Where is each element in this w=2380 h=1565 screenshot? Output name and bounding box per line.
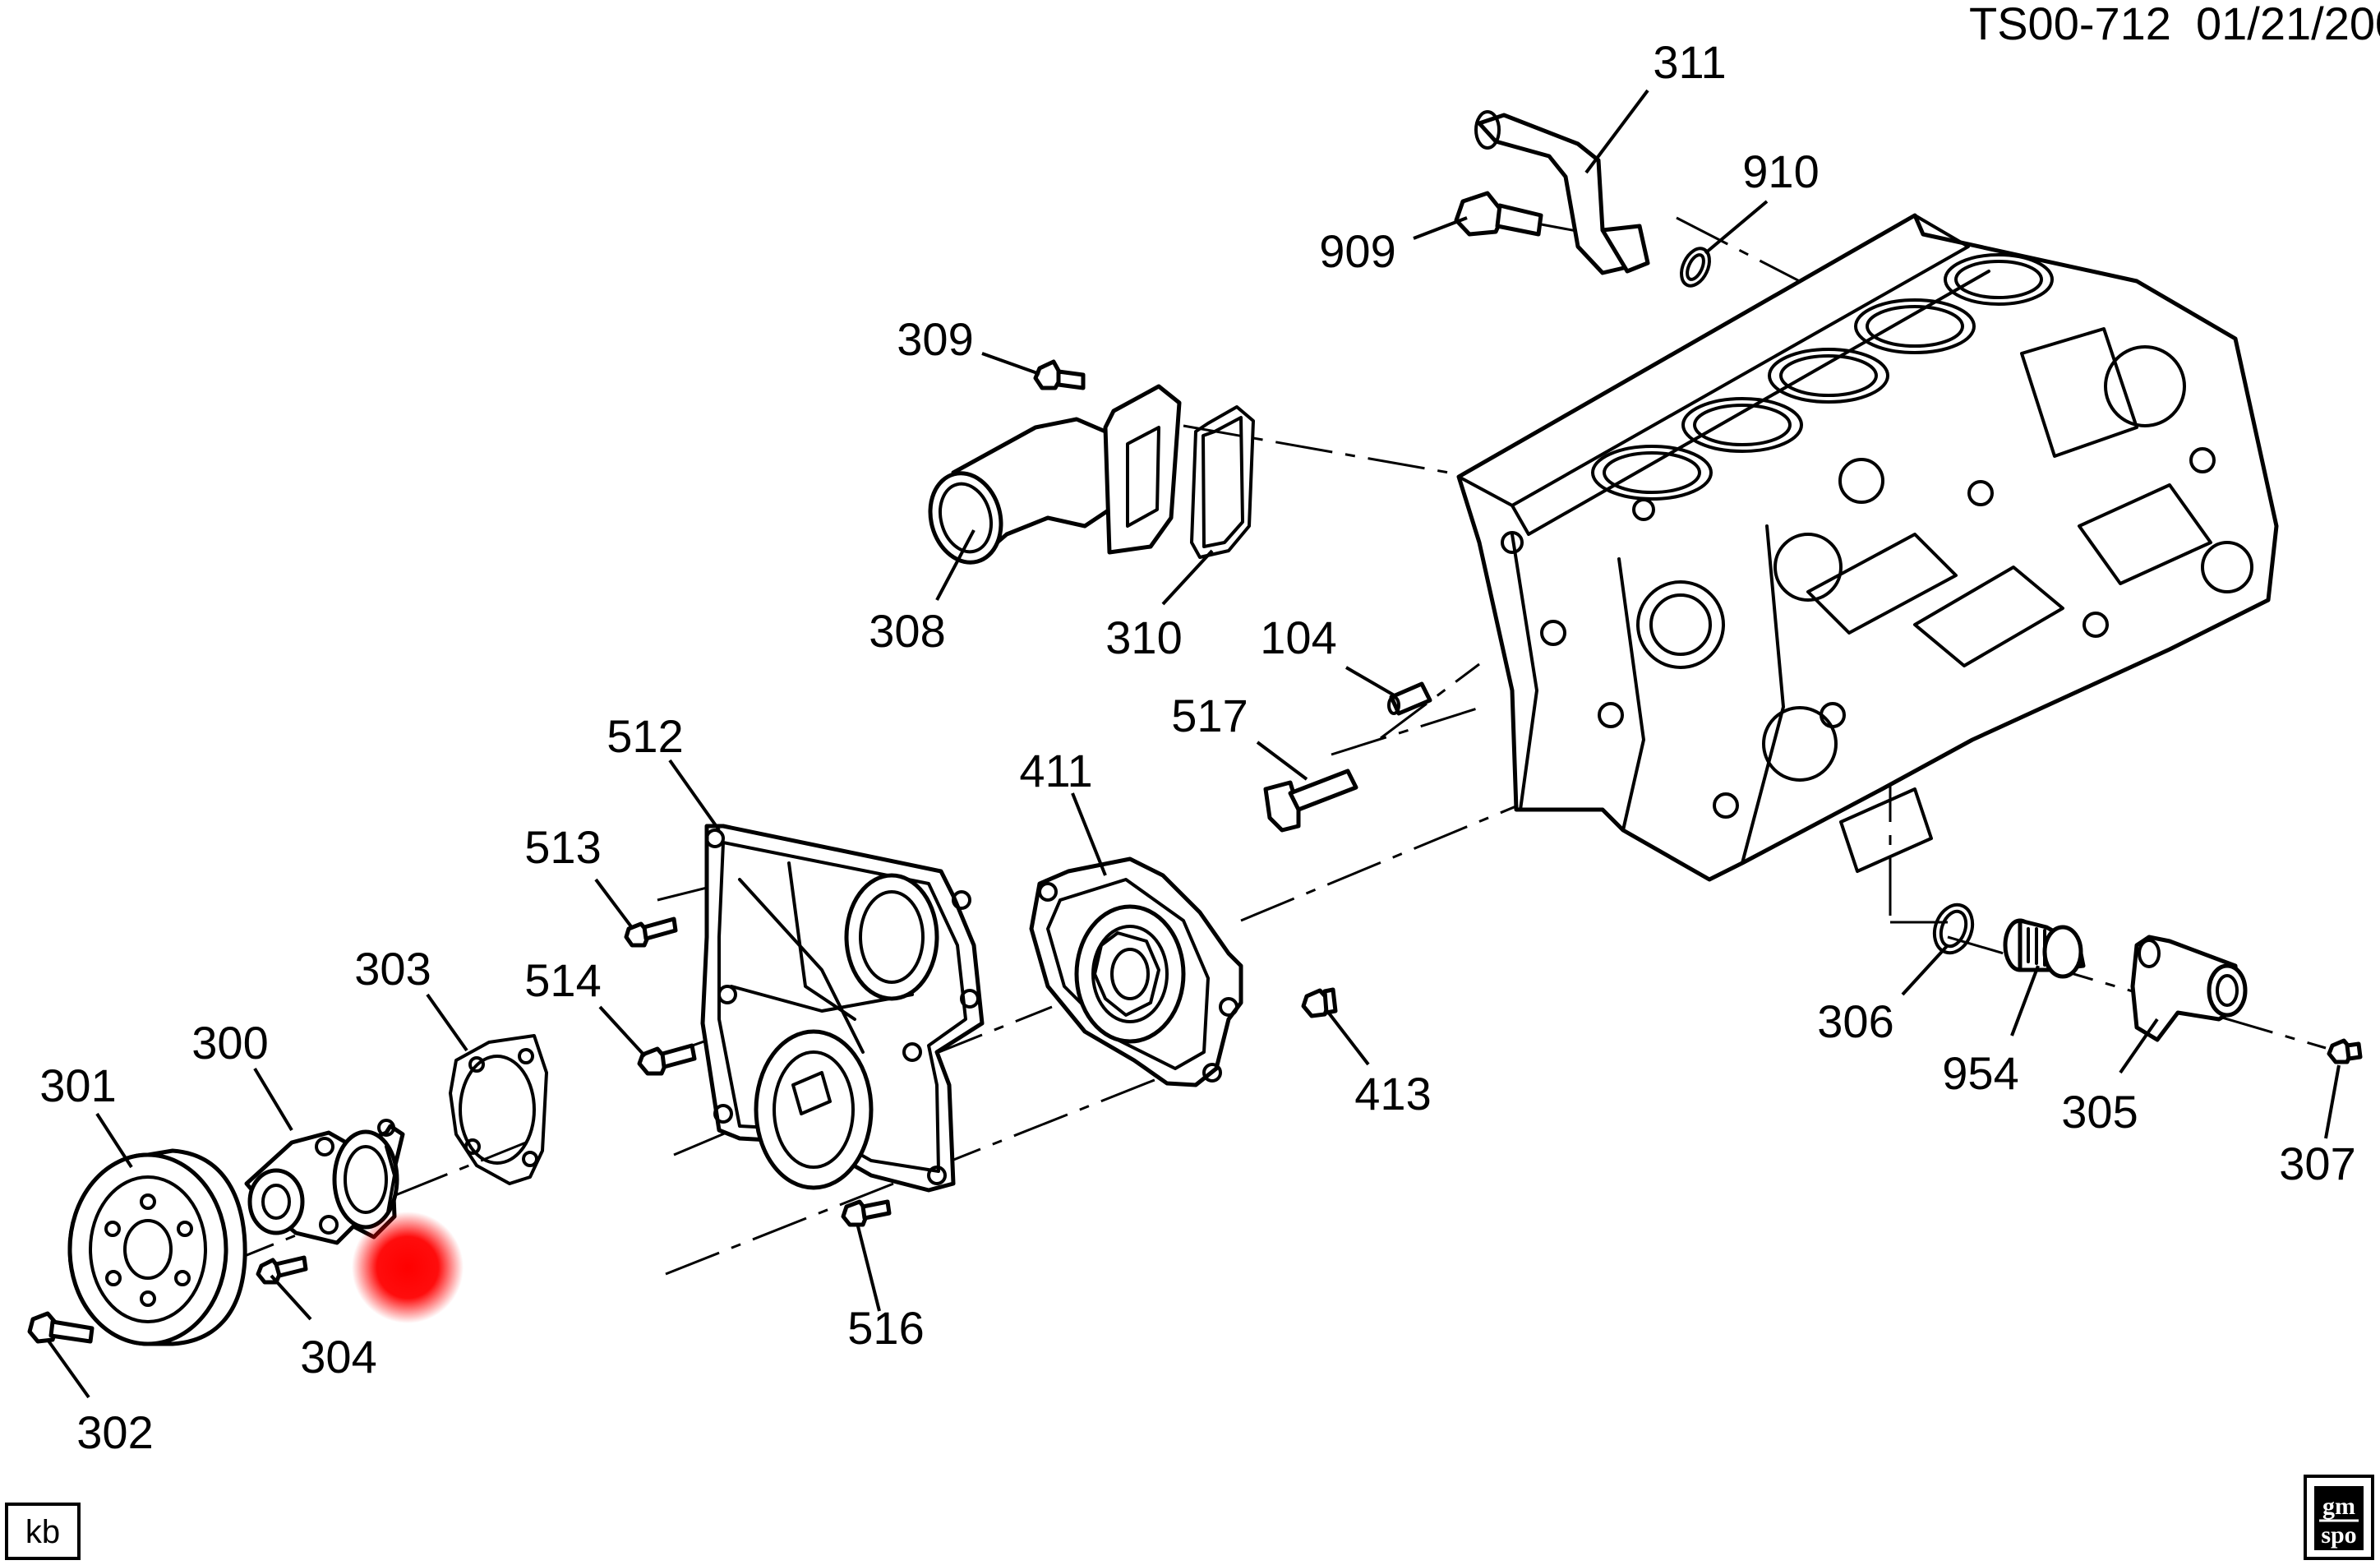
red-marker-dot: [352, 1212, 464, 1323]
bolt-516: [841, 1199, 892, 1227]
gmspo-logo: gm spo: [2304, 1475, 2374, 1560]
callout-303: 303: [354, 943, 431, 995]
bolt-909: [1454, 191, 1543, 237]
callout-909: 909: [1319, 225, 1395, 277]
callout-513: 513: [524, 821, 601, 873]
callout-310: 310: [1105, 612, 1182, 663]
callout-411: 411: [1019, 745, 1092, 796]
thermostat-954: [2003, 918, 2086, 979]
gasket-303: [449, 1034, 548, 1185]
bolt-517: [1263, 769, 1358, 833]
dowel-104: [1387, 681, 1432, 716]
initials-box: kb: [5, 1503, 81, 1560]
leader-lines: [46, 89, 2341, 1399]
callout-300: 300: [191, 1017, 268, 1069]
initials-text: kb: [25, 1514, 60, 1550]
callout-309: 309: [897, 313, 973, 365]
bolt-413: [1301, 987, 1338, 1018]
callout-311: 311: [1653, 36, 1726, 88]
callout-302: 302: [76, 1406, 153, 1458]
diagram-date: 01/21/2005: [2196, 0, 2380, 49]
water-pump-300: [244, 1119, 405, 1245]
callout-413: 413: [1354, 1068, 1431, 1120]
oring-306: [1932, 903, 1975, 955]
housing-308: [928, 384, 1182, 565]
callout-517: 517: [1171, 690, 1248, 741]
callout-516: 516: [847, 1302, 924, 1354]
callout-910: 910: [1742, 145, 1819, 197]
callout-304: 304: [300, 1331, 376, 1383]
callout-306: 306: [1817, 995, 1893, 1047]
bolt-309: [1033, 359, 1086, 390]
pulley-301: [67, 1148, 247, 1346]
bolt-302: [27, 1311, 95, 1344]
callout-308: 308: [869, 605, 945, 657]
gasket-310: [1190, 405, 1255, 559]
housing-305: [2130, 935, 2248, 1042]
callout-512: 512: [607, 710, 683, 762]
callout-301: 301: [39, 1059, 116, 1111]
bolt-514: [637, 1043, 697, 1076]
diagram-id: TS00-712: [1969, 0, 2171, 49]
oil-pump-411: [1029, 856, 1243, 1087]
front-cover-512: [700, 824, 985, 1193]
engine-block: [1456, 213, 2279, 882]
callout-307: 307: [2279, 1138, 2355, 1189]
callout-305: 305: [2061, 1086, 2138, 1138]
logo-bottom-text: spo: [2321, 1521, 2356, 1549]
bolt-304: [256, 1255, 308, 1285]
coolant-outlet-pipe: [1474, 110, 1650, 275]
bolt-307: [2327, 1038, 2363, 1064]
logo-top-text: gm: [2322, 1493, 2355, 1520]
bolt-513: [624, 916, 678, 948]
callout-514: 514: [524, 954, 601, 1006]
oring-910: [1680, 247, 1711, 288]
callout-954: 954: [1942, 1047, 2018, 1099]
callout-104: 104: [1260, 612, 1336, 663]
